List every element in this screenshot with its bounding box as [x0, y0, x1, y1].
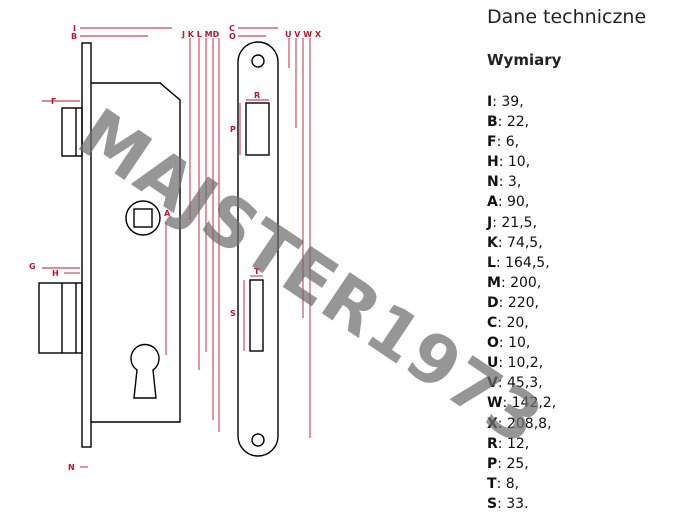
- faceplate-side: [237, 41, 279, 457]
- dimension-list: I: 39, B: 22, F: 6, H: 10, N: 3, A: 90, J: 21,…: [487, 92, 556, 514]
- dimension-value: 33: [506, 495, 525, 512]
- dimension-value: 21,5: [501, 214, 533, 231]
- dimension-value: 164,5: [505, 254, 546, 271]
- dimension-key: O: [487, 335, 499, 352]
- dimension-lines: [42, 27, 311, 468]
- dimension-value: 74,5: [507, 234, 539, 251]
- dimension-item-P: P: 25,: [487, 455, 529, 472]
- dimension-item-B: B: 22,: [487, 114, 530, 131]
- dimension-item-C: C: 20,: [487, 315, 529, 332]
- dimension-item-V: V: 45,3,: [487, 375, 543, 392]
- dimension-value: 10: [508, 335, 526, 352]
- label-I: I: [73, 24, 76, 33]
- lock-technical-drawing: I B F G H N A J K L MD C O U V W X R P T…: [29, 24, 322, 472]
- label-U-V-W-X: U V W X: [285, 30, 322, 39]
- label-H: H: [52, 269, 59, 278]
- dimension-key: B: [487, 114, 498, 131]
- label-S: S: [230, 309, 236, 318]
- dimension-key: K: [487, 234, 498, 251]
- section-title: Wymiary: [487, 51, 562, 69]
- dimension-item-A: A: 90,: [487, 194, 530, 211]
- dimension-value: 10,2: [507, 355, 539, 372]
- dimension-item-I: I: 39,: [487, 94, 524, 110]
- dimension-item-F: F: 6,: [487, 134, 520, 151]
- dimension-value: 142,2: [511, 395, 552, 412]
- dimension-key: L: [487, 254, 496, 271]
- label-O: O: [229, 32, 236, 41]
- dimension-item-L: L: 164,5,: [487, 254, 550, 271]
- dimension-item-H: H: 10,: [487, 154, 531, 171]
- dimension-item-T: T: 8,: [487, 475, 520, 492]
- dimension-item-O: O: 10,: [487, 335, 531, 352]
- dimension-labels: I B F G H N A J K L MD C O U V W X R P T…: [29, 24, 322, 472]
- dimension-key: V: [487, 375, 498, 392]
- dimension-key: R: [487, 435, 498, 452]
- label-G: G: [29, 262, 36, 271]
- dimension-key: F: [487, 134, 497, 151]
- dimension-value: 20: [506, 315, 525, 332]
- lock-body-front: [38, 42, 181, 448]
- dimension-key: X: [487, 415, 498, 432]
- label-F: F: [51, 97, 56, 106]
- dimension-item-R: R: 12,: [487, 435, 530, 452]
- dimension-key: D: [487, 294, 499, 311]
- page-title: Dane techniczne: [487, 6, 647, 28]
- label-C: C: [229, 24, 235, 33]
- dimension-value: 3: [507, 174, 517, 191]
- dimension-key: S: [487, 495, 498, 512]
- dimension-key: A: [487, 194, 498, 211]
- dimension-value: 220: [507, 294, 535, 311]
- dimension-key: W: [487, 395, 503, 412]
- dimension-value: 208,8: [506, 415, 548, 432]
- label-P: P: [230, 125, 236, 134]
- dimension-value: 90: [507, 194, 525, 211]
- dimension-key: N: [487, 174, 499, 191]
- dimension-value: 10: [507, 154, 526, 171]
- label-J-K-L-M-D: J K L MD: [181, 30, 220, 39]
- dimension-item-K: K: 74,5,: [487, 234, 543, 251]
- dimension-key: T: [487, 475, 497, 492]
- dimension-key: C: [487, 315, 498, 332]
- dimension-value: 200: [510, 274, 537, 291]
- dimension-value: 8: [505, 475, 515, 492]
- dimension-value: 39: [501, 94, 520, 110]
- dimension-value: 25: [506, 455, 525, 472]
- label-A: A: [164, 209, 171, 218]
- dimension-item-W: W: 142,2,: [487, 395, 557, 412]
- dimension-item-J: J: 21,5,: [487, 214, 538, 231]
- dimension-item-N: N: 3,: [487, 174, 522, 191]
- dimension-key: H: [487, 154, 499, 171]
- dimension-key: P: [487, 455, 498, 472]
- dimension-item-U: U: 10,2,: [487, 355, 544, 372]
- dimension-value: 6: [505, 134, 515, 151]
- dimension-key: I: [487, 94, 493, 110]
- dimension-value: 22: [506, 114, 525, 131]
- label-B: B: [71, 32, 77, 41]
- dimension-item-S: S: 33.: [487, 495, 529, 512]
- dimension-item-X: X: 208,8,: [487, 415, 552, 432]
- dimension-value: 12: [506, 435, 525, 452]
- dimension-key: M: [487, 274, 501, 291]
- dimension-key: J: [487, 214, 493, 231]
- dimension-item-D: D: 220,: [487, 294, 539, 311]
- dimension-item-M: M: 200,: [487, 274, 542, 291]
- label-N: N: [68, 463, 75, 472]
- label-R: R: [254, 91, 260, 100]
- dimension-value: 45,3: [507, 375, 539, 392]
- dimension-key: U: [487, 355, 499, 372]
- label-T: T: [254, 267, 260, 276]
